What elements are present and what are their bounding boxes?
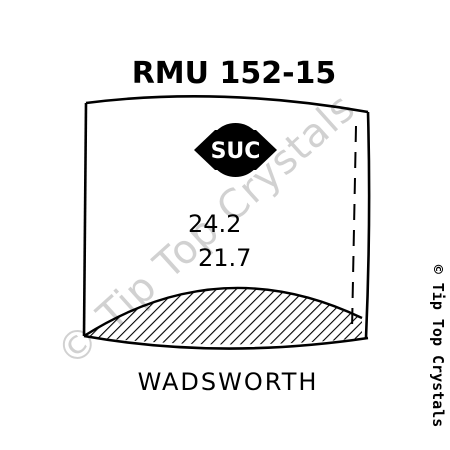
part-number-title: RMU 152-15 (132, 56, 337, 91)
logo-text: SUC (211, 139, 261, 164)
measurement-primary: 24.2 (188, 210, 241, 238)
crystal-top-edge (85, 94, 369, 114)
watch-crystal-profile-icon (82, 94, 371, 350)
crystal-section-arc (83, 286, 363, 338)
crystal-left-edge (82, 102, 88, 337)
side-watermark: © Tip Top Crystals (429, 265, 447, 428)
crystal-hidden-line (351, 125, 357, 331)
logo-circle (208, 123, 263, 177)
crystal-bottom-edge (83, 334, 369, 350)
measurement-secondary: 21.7 (198, 244, 251, 272)
crystal-hatched-section (84, 287, 362, 345)
manufacturer-label: WADSWORTH (138, 368, 319, 396)
suc-diamond-logo-icon: SUC (194, 123, 277, 177)
crystal-right-edge (364, 111, 371, 339)
